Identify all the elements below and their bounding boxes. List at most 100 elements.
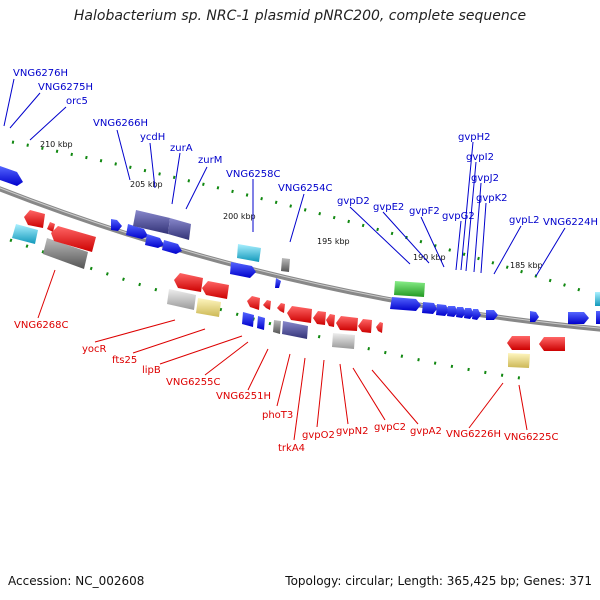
label-orc5[interactable]: orc5 [66,96,88,107]
other-features [12,210,600,368]
label-vng6251h[interactable]: VNG6251H [216,391,271,402]
reverse-gene-labels: VNG6268C yocR fts25 lipB VNG6255C VNG625… [14,320,559,454]
feature-green-rna[interactable] [394,281,425,297]
gene-zura[interactable] [145,234,164,248]
feature-purple-3[interactable] [282,321,308,339]
label-gvpi2[interactable]: gvpI2 [466,152,494,163]
label-vng6266h[interactable]: VNG6266H [93,118,148,129]
gene-fts25[interactable] [202,281,229,299]
label-vng6276h[interactable]: VNG6276H [13,68,68,79]
gene-gvpf2[interactable] [436,304,449,316]
label-phot3[interactable]: phoT3 [262,410,293,421]
gene-vng6266h[interactable] [111,219,122,231]
label-gvpg2[interactable]: gvpG2 [442,211,475,222]
label-fts25[interactable]: fts25 [112,355,137,366]
gene-gvpl2[interactable] [530,311,539,322]
kbp-label-190: 190 kbp [413,253,446,262]
label-vng6226h[interactable]: VNG6226H [446,429,501,440]
forward-gene-labels: VNG6276H VNG6275H orc5 VNG6266H ycdH zur… [13,68,598,228]
label-zura[interactable]: zurA [170,143,193,154]
feature-lgray-2[interactable] [332,333,355,349]
feature-right-edge-cyan[interactable] [595,292,600,306]
outer-tick-arc [11,140,581,292]
gene-vng6276h[interactable] [0,166,23,186]
gene-vng6258c[interactable] [230,262,256,278]
gene-vng6224h[interactable] [568,312,589,324]
label-gvpf2[interactable]: gvpF2 [409,206,440,217]
feature-gray-3[interactable] [273,320,281,334]
label-gvph2[interactable]: gvpH2 [458,132,491,143]
feature-yellow-2[interactable] [508,353,530,368]
feature-gray-2[interactable] [281,258,290,272]
label-vng6258c[interactable]: VNG6258C [226,169,281,180]
gene-vng6251h-fwd[interactable] [242,312,254,327]
reverse-label-leaders [37,269,528,441]
label-vng6255c[interactable]: VNG6255C [166,377,221,388]
feature-purple-2[interactable] [168,218,191,240]
gene-vng6251h[interactable] [277,303,285,313]
label-gvpj2[interactable]: gvpJ2 [471,173,499,184]
label-vng6254c[interactable]: VNG6254C [278,183,333,194]
label-gvpl2[interactable]: gvpL2 [509,215,540,226]
gene-vng6268c-a[interactable] [24,210,45,228]
feature-purple-1[interactable] [133,210,170,234]
gene-gvpg2[interactable] [447,306,458,317]
gene-gvpa2[interactable] [376,322,383,333]
accession-text: Accession: NC_002608 [8,574,145,588]
gene-vng6268c-c[interactable] [51,226,96,252]
gene-vng6268c-b[interactable] [47,222,55,232]
feature-lgray-1[interactable] [167,289,196,310]
reverse-strand-genes [24,210,565,351]
gene-gvpi2[interactable] [464,308,474,319]
gene-gvpn2[interactable] [336,316,358,331]
label-gvpc2[interactable]: gvpC2 [374,422,406,433]
kbp-label-200: 200 kbp [223,212,256,221]
kbp-label-185: 185 kbp [510,261,543,270]
gene-ycdh[interactable] [126,224,148,239]
label-vng6225c[interactable]: VNG6225C [504,432,559,443]
label-zurm[interactable]: zurM [198,155,222,166]
gene-gvpe2[interactable] [422,302,437,314]
label-vng6275h[interactable]: VNG6275H [38,82,93,93]
gene-vng6225c[interactable] [539,337,565,351]
gene-gvpd2[interactable] [390,297,421,311]
gene-gvpj2[interactable] [472,309,481,320]
map-title: Halobacterium sp. NRC-1 plasmid pNRC200,… [73,8,527,24]
gene-vng6226h[interactable] [507,336,530,350]
gene-gvpo2[interactable] [326,314,335,327]
label-vng6268c[interactable]: VNG6268C [14,320,69,331]
label-gvpa2[interactable]: gvpA2 [410,426,442,437]
gene-zurm[interactable] [162,240,182,254]
feature-gray-1[interactable] [43,238,88,269]
label-vng6224h[interactable]: VNG6224H [543,217,598,228]
label-gvpk2[interactable]: gvpK2 [476,193,508,204]
forward-label-leaders [3,78,566,277]
label-trka4[interactable]: trkA4 [278,443,305,454]
gene-vng6254c[interactable] [275,278,281,288]
gene-gvpc2[interactable] [358,319,372,333]
forward-strand-genes [0,166,600,330]
gene-gvpk2[interactable] [486,310,498,320]
feature-cyan-1[interactable] [12,224,38,244]
feature-cyan-2[interactable] [237,244,261,262]
gene-lipb[interactable] [247,296,260,310]
label-lipb[interactable]: lipB [142,365,161,376]
topology-summary: Topology: circular; Length: 365,425 bp; … [285,574,592,588]
gene-trka4[interactable] [313,311,326,325]
label-ycdh[interactable]: ycdH [140,132,165,143]
gene-yocr[interactable] [174,273,203,292]
gene-gvph2[interactable] [456,307,466,318]
label-gvpd2[interactable]: gvpD2 [337,196,370,207]
label-yocr[interactable]: yocR [82,344,107,355]
feature-yellow-1[interactable] [196,298,221,317]
label-gvpo2[interactable]: gvpO2 [302,430,335,441]
gene-vng6255c[interactable] [263,300,271,310]
gene-vng6255c-fwd[interactable] [257,316,265,330]
gene-right-edge[interactable] [596,311,600,324]
gene-phot3[interactable] [287,306,312,323]
label-gvpn2[interactable]: gvpN2 [336,426,368,437]
kbp-label-205: 205 kbp [130,180,163,189]
label-gvpe2[interactable]: gvpE2 [373,202,404,213]
kbp-label-210: 210 kbp [40,140,73,149]
